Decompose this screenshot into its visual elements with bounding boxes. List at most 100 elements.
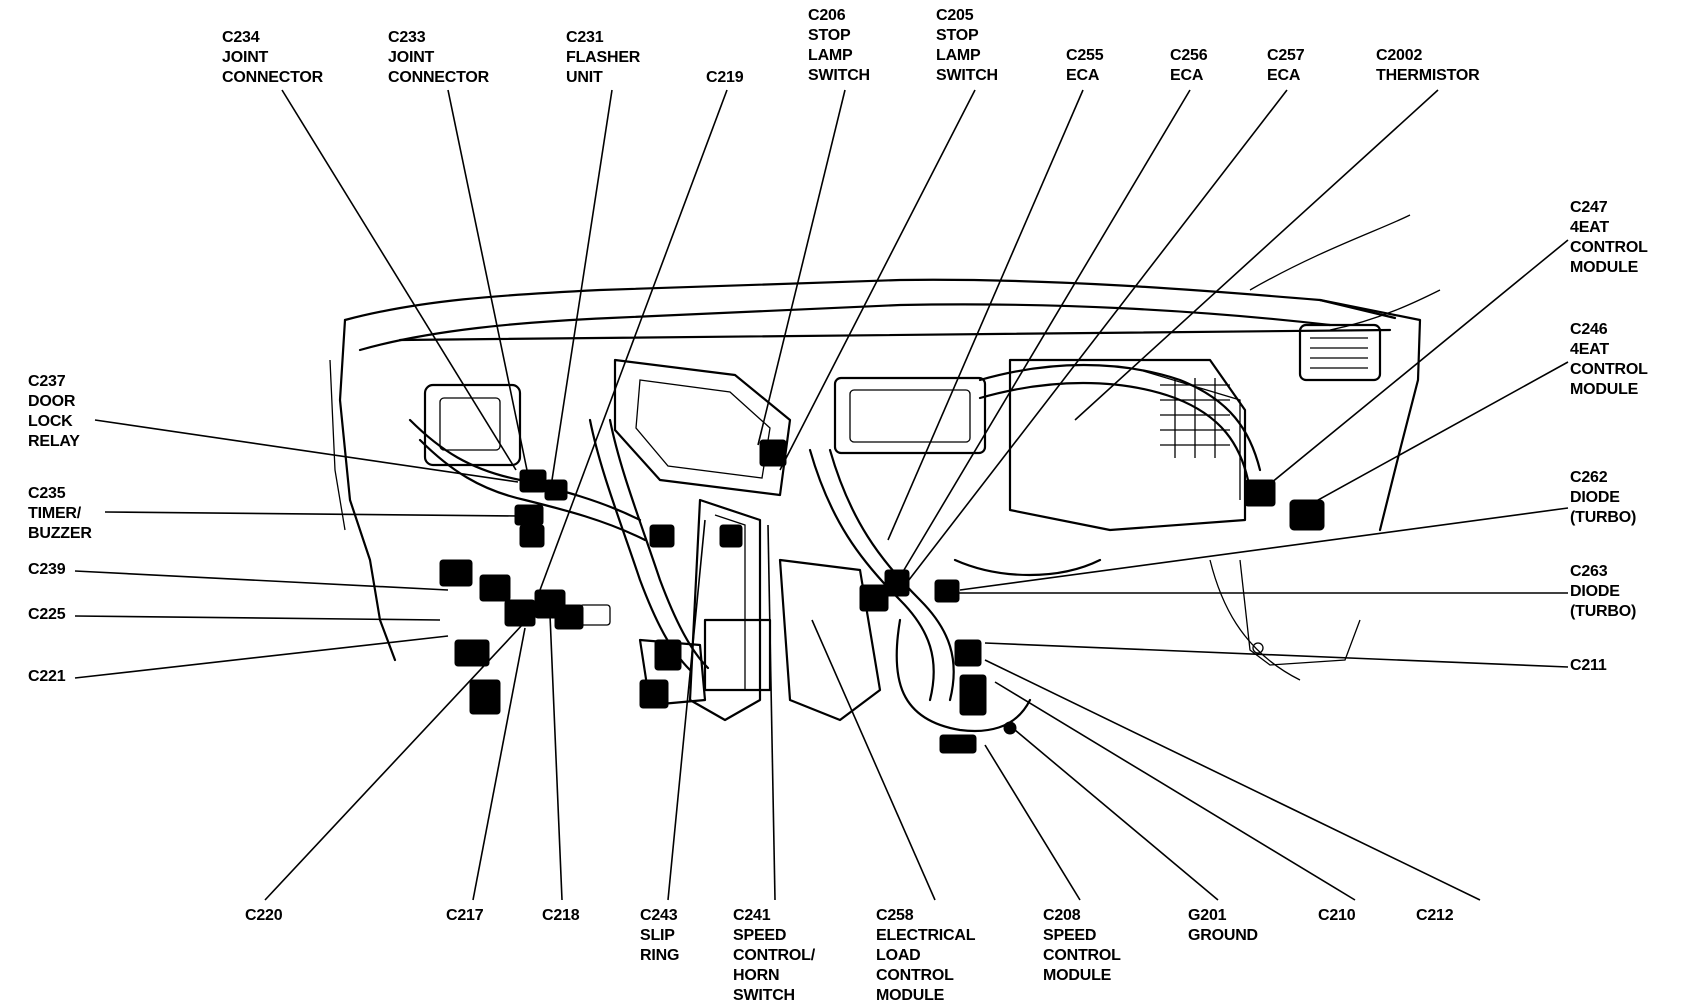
leader-c257 [904,89,1288,586]
label-line: C225 [28,606,66,623]
leader-lines [74,89,1569,901]
label-line: C210 [1318,907,1356,924]
label-c206-stop-lamp-switch: C206 STOP LAMP SWITCH [808,6,870,86]
label-line: MODULE [1570,381,1639,398]
label-c210: C210 [1318,906,1356,926]
label-c235-timer-buzzer: C235 TIMER/ BUZZER [28,484,92,544]
leader-c246 [1299,361,1569,511]
label-c243-slip-ring: C243 SLIP RING [640,906,679,966]
label-line: 4EAT [1570,341,1609,358]
label-line: C241 [733,907,771,924]
label-c239: C239 [28,560,66,580]
leader-c205 [779,89,976,471]
label-c2002-thermistor: C2002 THERMISTOR [1376,46,1480,86]
label-line: C219 [706,69,744,86]
label-line: SPEED [733,927,787,944]
label-line: (TURBO) [1570,509,1637,526]
leader-c234 [281,89,517,471]
label-line: BUZZER [28,525,92,542]
label-line: C258 [876,907,914,924]
leader-c256 [897,89,1191,581]
leader-c2002 [1074,89,1439,421]
label-c257-eca: C257 ECA [1267,46,1305,86]
label-line: CONTROL [876,967,954,984]
label-c233-joint-connector: C233 JOINT CONNECTOR [388,28,489,88]
label-line: C221 [28,668,66,685]
label-line: C262 [1570,469,1608,486]
label-line: C237 [28,373,66,390]
label-line: C239 [28,561,66,578]
label-line: ECA [1066,67,1100,84]
label-line: C218 [542,907,580,924]
label-line: SLIP [640,927,675,944]
leader-c219 [539,89,728,591]
label-line: CONTROL [1570,361,1648,378]
label-line: SWITCH [808,67,870,84]
label-line: (TURBO) [1570,603,1637,620]
instrument-panel-art [329,214,1441,754]
label-c212: C212 [1416,906,1454,926]
leader-c262 [959,507,1569,591]
label-line: C208 [1043,907,1081,924]
label-line: C255 [1066,47,1104,64]
label-c220: C220 [245,906,283,926]
label-c231-flasher-unit: C231 FLASHER UNIT [566,28,640,88]
label-line: C247 [1570,199,1608,216]
leader-c233 [447,89,529,476]
label-line: C243 [640,907,678,924]
label-line: UNIT [566,69,603,86]
label-line: C217 [446,907,484,924]
leader-g201 [1014,729,1219,901]
leader-c220 [264,607,539,901]
label-line: C263 [1570,563,1608,580]
label-line: C206 [808,7,846,24]
label-line: CONTROL [1043,947,1121,964]
label-line: MODULE [1570,259,1639,276]
label-line: C256 [1170,47,1208,64]
label-line: RELAY [28,433,80,450]
label-line: C257 [1267,47,1305,64]
label-line: C2002 [1376,47,1423,64]
label-line: CONNECTOR [222,69,324,86]
label-line: C220 [245,907,283,924]
label-c217: C217 [446,906,484,926]
label-line: STOP [936,27,979,44]
label-line: CONTROL/ [733,947,815,964]
label-line: STOP [808,27,851,44]
label-g201-ground: G201 GROUND [1188,906,1258,946]
leader-c255 [887,89,1084,541]
leader-c211 [984,642,1569,668]
label-line: SPEED [1043,927,1097,944]
label-c211: C211 [1570,656,1607,676]
label-line: JOINT [222,49,269,66]
label-c237-door-lock-relay: C237 DOOR LOCK RELAY [28,372,80,452]
leader-c258 [811,619,936,901]
label-c218: C218 [542,906,580,926]
label-line: DIODE [1570,583,1620,600]
label-c205-stop-lamp-switch: C205 STOP LAMP SWITCH [936,6,998,86]
label-line: CONTROL [1570,239,1648,256]
leader-c225 [74,615,441,621]
leader-c243 [667,519,706,901]
label-line: C233 [388,29,426,46]
label-line: C212 [1416,907,1454,924]
leader-c241 [767,524,776,901]
label-line: C211 [1570,657,1607,674]
label-c221: C221 [28,667,66,687]
label-line: LOAD [876,947,921,964]
label-line: HORN [733,967,780,984]
label-line: SWITCH [936,67,998,84]
label-c256-eca: C256 ECA [1170,46,1208,86]
leader-c218 [549,614,563,901]
label-line: G201 [1188,907,1227,924]
label-line: LAMP [808,47,853,64]
label-c241-speed-control-horn-switch: C241 SPEED CONTROL/ HORN SWITCH [733,906,815,1006]
label-c225: C225 [28,605,66,625]
label-line: C205 [936,7,974,24]
label-line: FLASHER [566,49,641,66]
label-c255-eca: C255 ECA [1066,46,1104,86]
label-line: 4EAT [1570,219,1609,236]
label-c262-diode-turbo: C262 DIODE (TURBO) [1570,468,1636,528]
leader-c206-stop [757,89,846,446]
